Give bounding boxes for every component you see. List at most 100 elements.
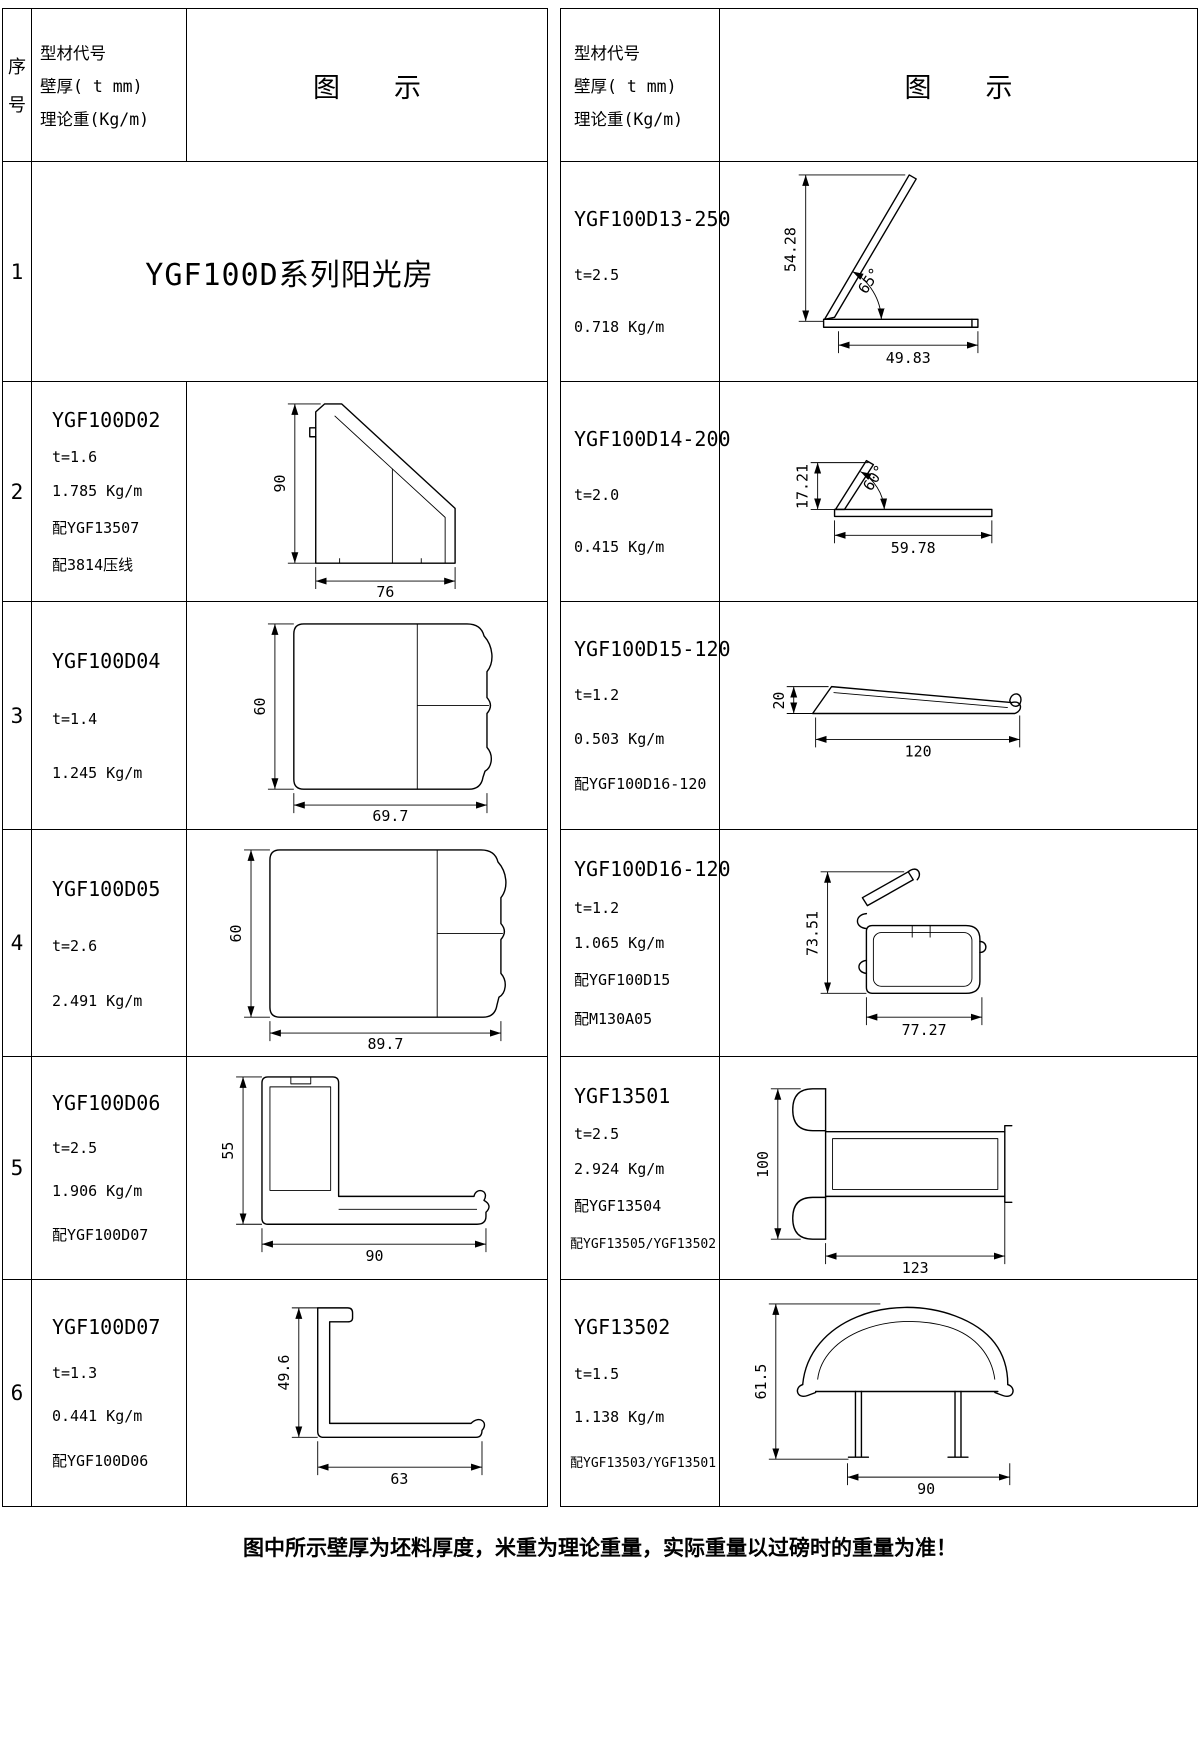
diagram-ygf100d04: 60 69.7: [251, 623, 493, 825]
diagram-header: 图 示: [719, 9, 1197, 161]
spec-line: t=1.3: [52, 1364, 98, 1382]
left-header-row: 序 号 型材代号 壁厚( t mm) 理论重(Kg/m) 图 示: [3, 9, 547, 161]
dimensions: 60 69.7: [251, 623, 488, 825]
spec-cell: YGF100D14-200 t=2.0 0.415 Kg/m: [561, 382, 731, 601]
diagram-ygf100d16: 73.51 77.27: [804, 868, 987, 1039]
spec-line: t=1.6: [52, 448, 98, 467]
dimensions: 55 90: [219, 1076, 487, 1265]
profile-shape: [811, 685, 1022, 715]
right-row-4: YGF100D16-120 t=1.2 1.065 Kg/m 配YGF100D1…: [561, 829, 1197, 1056]
diagram-cell: 60 69.7: [186, 602, 547, 829]
dim-height-label: 60: [227, 925, 245, 943]
spec-line: t=1.2: [574, 898, 620, 917]
dim-height-label: 54.28: [782, 227, 800, 272]
left-row-4: 4 YGF100D05 t=2.6 2.491 Kg/m 60 89.7: [3, 829, 547, 1056]
spec-header-line: 壁厚( t mm): [574, 77, 677, 96]
dimensions: 20 120: [770, 686, 1021, 760]
series-title: YGF100D系列阳光房: [31, 162, 547, 381]
profile-shape: [833, 459, 993, 518]
profile-code: YGF100D14-200: [574, 426, 731, 451]
spec-line: 0.503 Kg/m: [574, 729, 665, 748]
profile-shape: [261, 1076, 490, 1225]
profile-code: YGF100D07: [52, 1315, 161, 1339]
profile-code: YGF100D06: [52, 1091, 161, 1116]
right-row-6: YGF13502 t=1.5 1.138 Kg/m 配YGF13503/YGF1…: [561, 1279, 1197, 1506]
spec-line: 配YGF13505/YGF13502: [570, 1237, 717, 1252]
spec-line: 配YGF13503/YGF13501: [570, 1455, 717, 1471]
spec-line: 1.245 Kg/m: [52, 764, 143, 783]
dimensions: 73.51 77.27: [804, 871, 983, 1039]
spec-cell: YGF13502 t=1.5 1.138 Kg/m 配YGF13503/YGF1…: [561, 1280, 719, 1506]
spec-line: 配YGF100D15: [574, 971, 671, 990]
spec-cell: YGF100D16-120 t=1.2 1.065 Kg/m 配YGF100D1…: [561, 830, 731, 1056]
dim-height-label: 60: [251, 698, 269, 716]
seq-number: 3: [10, 703, 24, 728]
profile-code: YGF100D15-120: [574, 637, 731, 662]
spec-line: t=2.0: [574, 485, 620, 504]
diagram-ygf100d15: 20 120: [770, 685, 1022, 760]
diagram-cell: 65° 54.28 49.83: [719, 162, 1197, 381]
spec-header-line: 壁厚( t mm): [40, 77, 143, 96]
dim-width-label: 90: [917, 1480, 935, 1498]
diagram-ygf13501: 100 123: [754, 1088, 1013, 1277]
profile-code: YGF100D04: [52, 648, 161, 673]
spec-line: 1.906 Kg/m: [52, 1181, 143, 1200]
seq-number: 1: [10, 259, 24, 284]
dim-height-label: 100: [754, 1151, 772, 1178]
diagram-cell: 55 90: [186, 1057, 547, 1279]
dim-width-label: 123: [902, 1259, 929, 1277]
spec-line: 配YGF13507: [52, 518, 140, 537]
angle-label: 65°: [854, 265, 884, 297]
dim-width-label: 89.7: [367, 1035, 403, 1053]
diagram-cell: 60° 17.21 59.78: [719, 382, 1197, 601]
dim-height-label: 61.5: [752, 1364, 770, 1400]
dim-height-label: 20: [770, 692, 788, 710]
spec-header-line: 理论重(Kg/m): [40, 110, 150, 129]
spec-line: 1.065 Kg/m: [574, 933, 665, 952]
spec-header-line: 理论重(Kg/m): [574, 110, 684, 129]
profile-code: YGF100D05: [52, 876, 161, 901]
spec-line: t=2.5: [52, 1139, 98, 1158]
left-row-5: 5 YGF100D06 t=2.5 1.906 Kg/m 配YGF100D07 …: [3, 1056, 547, 1279]
spec-line: 配YGF13504: [574, 1197, 662, 1215]
dim-width-label: 49.83: [886, 349, 931, 367]
footer-note: 图中所示壁厚为坯料厚度，米重为理论重量，实际重量以过磅时的重量为准！: [243, 1536, 957, 1560]
spec-line: 配YGF100D06: [52, 1452, 149, 1470]
dim-width-label: 120: [905, 742, 932, 760]
spec-cell: YGF100D15-120 t=1.2 0.503 Kg/m 配YGF100D1…: [561, 602, 731, 829]
profile-shape: [269, 849, 507, 1018]
spec-line: 0.415 Kg/m: [574, 538, 665, 557]
spec-line: 2.491 Kg/m: [52, 991, 143, 1010]
spec-cell: YGF100D06 t=2.5 1.906 Kg/m 配YGF100D07: [31, 1057, 186, 1279]
dimensions: 90 76: [271, 403, 456, 601]
spec-line: t=2.5: [574, 265, 620, 284]
spec-line: 2.924 Kg/m: [574, 1160, 665, 1178]
spec-cell: YGF100D02 t=1.6 1.785 Kg/m 配YGF13507 配38…: [31, 382, 186, 601]
spec-cell: YGF100D05 t=2.6 2.491 Kg/m: [31, 830, 186, 1056]
spec-line: t=2.5: [574, 1125, 620, 1143]
profile-shape: [792, 1088, 1013, 1240]
seq-number: 4: [10, 931, 24, 955]
left-table: 序 号 型材代号 壁厚( t mm) 理论重(Kg/m) 图 示 1 YGF10…: [2, 8, 548, 1507]
diagram-cell: 60 89.7: [186, 830, 547, 1056]
angle-label: 60°: [859, 462, 889, 494]
spec-line: 1.785 Kg/m: [52, 482, 143, 501]
seq-number: 2: [10, 479, 24, 504]
dim-height-label: 49.6: [275, 1355, 293, 1391]
dim-height-label: 90: [271, 475, 289, 493]
spec-line: 配3814压线: [52, 555, 134, 574]
diagram-ygf13502: 61.5 90: [752, 1303, 1014, 1498]
profile-code: YGF100D02: [52, 408, 161, 433]
dim-height-label: 55: [219, 1142, 237, 1160]
spec-line: 配YGF100D07: [52, 1225, 149, 1244]
diagram-ygf100d13: 65° 54.28 49.83: [782, 174, 979, 367]
spec-cell: YGF13501 t=2.5 2.924 Kg/m 配YGF13504 配YGF…: [561, 1057, 719, 1279]
seq-header: 序 号: [3, 9, 31, 161]
spec-line: t=1.2: [574, 686, 620, 705]
profile-shape: [309, 403, 456, 564]
diagram-cell: 90 76: [186, 382, 547, 601]
spec-line: 配YGF100D16-120: [574, 774, 707, 793]
spec-cell: YGF100D04 t=1.4 1.245 Kg/m: [31, 602, 186, 829]
diagram-cell: 20 120: [719, 602, 1197, 829]
profile-code: YGF100D16-120: [574, 857, 731, 882]
